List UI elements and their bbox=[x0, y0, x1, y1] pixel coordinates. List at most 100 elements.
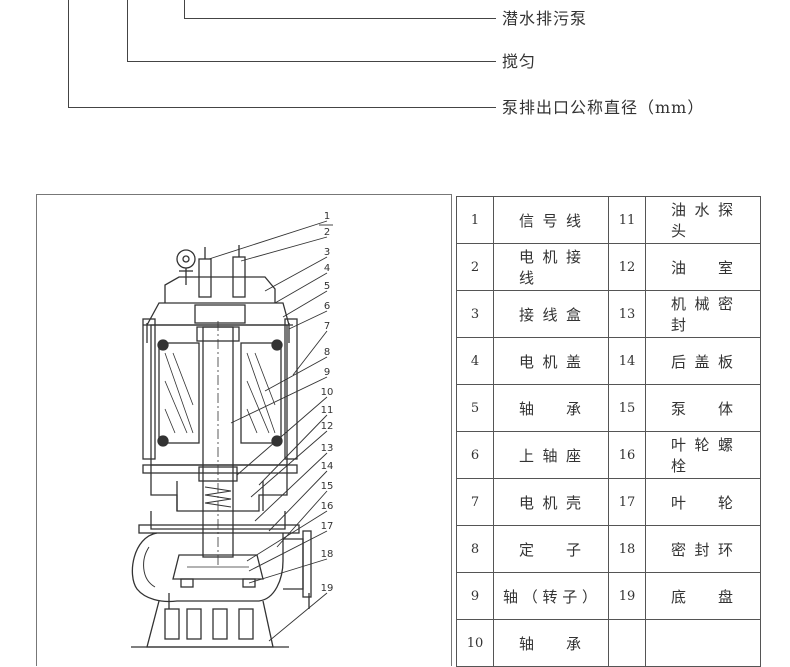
part-name: 信号线 bbox=[493, 196, 609, 244]
part-number: 7 bbox=[456, 478, 494, 526]
part-number-empty bbox=[608, 619, 646, 667]
part-name: 底盘 bbox=[645, 572, 761, 620]
part-name-text: 电机壳 bbox=[519, 493, 583, 512]
part-name-text: 接线盒 bbox=[519, 305, 583, 324]
callout-19: 19 bbox=[321, 583, 334, 594]
part-number: 3 bbox=[456, 290, 494, 338]
table-row: 4 电机盖 14 后盖板 bbox=[456, 337, 761, 385]
part-number: 8 bbox=[456, 525, 494, 573]
part-number: 11 bbox=[608, 196, 646, 244]
callout-18: 18 bbox=[321, 549, 334, 560]
table-row: 7 电机壳 17 叶轮 bbox=[456, 478, 761, 526]
callout-14: 14 bbox=[321, 461, 334, 472]
callout-2: 2 bbox=[324, 227, 330, 238]
part-name-text: 上轴座 bbox=[519, 446, 583, 465]
cable-gland bbox=[198, 258, 212, 298]
part-number: 5 bbox=[456, 384, 494, 432]
part-name: 上轴座 bbox=[493, 431, 609, 479]
oil-chamber bbox=[150, 465, 288, 512]
mechanical-seal bbox=[204, 486, 232, 508]
part-name: 轴（转子） bbox=[493, 572, 609, 620]
part-number: 4 bbox=[456, 337, 494, 385]
part-name-text: 叶轮 bbox=[671, 493, 735, 512]
part-name: 轴承 bbox=[493, 384, 609, 432]
part-number: 13 bbox=[608, 290, 646, 338]
part-name-text: 油水探头 bbox=[671, 201, 735, 240]
part-number: 14 bbox=[608, 337, 646, 385]
legend-label-pump: 潜水排污泵 bbox=[502, 9, 588, 28]
table-row: 1 信号线 11 油水探头 bbox=[456, 196, 761, 244]
motor-cover bbox=[146, 302, 290, 326]
part-number: 19 bbox=[608, 572, 646, 620]
part-number: 2 bbox=[456, 243, 494, 291]
part-name-text: 泵体 bbox=[671, 399, 735, 418]
part-name-text: 轴（转子） bbox=[503, 587, 599, 606]
part-name-text: 机械密封 bbox=[671, 295, 735, 334]
table-row: 5 轴承 15 泵体 bbox=[456, 384, 761, 432]
part-number: 15 bbox=[608, 384, 646, 432]
callout-3: 3 bbox=[324, 247, 330, 258]
part-name: 后盖板 bbox=[645, 337, 761, 385]
part-name-text: 油室 bbox=[671, 258, 735, 277]
part-number: 1 bbox=[456, 196, 494, 244]
part-name-text: 底盘 bbox=[671, 587, 735, 606]
callout-11: 11 bbox=[321, 405, 334, 416]
table-row: 2 电机接线 12 油室 bbox=[456, 243, 761, 291]
legend-bracket-diameter bbox=[68, 0, 496, 108]
stator bbox=[158, 342, 200, 444]
part-name: 轴承 bbox=[493, 619, 609, 667]
parts-table-grid: 1 信号线 11 油水探头 2 电机接线 12 油室 3 接线盒 13 机械密封 bbox=[456, 196, 761, 667]
table-row: 6 上轴座 16 叶轮螺栓 bbox=[456, 431, 761, 479]
part-name-empty bbox=[645, 619, 761, 667]
part-name-text: 后盖板 bbox=[671, 352, 735, 371]
callout-1: 1 bbox=[324, 211, 330, 222]
part-number: 10 bbox=[456, 619, 494, 667]
part-number: 16 bbox=[608, 431, 646, 479]
part-name: 电机壳 bbox=[493, 478, 609, 526]
pump-body bbox=[131, 532, 284, 603]
part-name-text: 轴承 bbox=[519, 399, 583, 418]
part-number: 6 bbox=[456, 431, 494, 479]
part-name: 机械密封 bbox=[645, 290, 761, 338]
seal-ring bbox=[180, 578, 194, 588]
part-name-text: 电机接线 bbox=[519, 248, 583, 287]
part-number: 12 bbox=[608, 243, 646, 291]
table-row: 10 轴承 bbox=[456, 619, 761, 667]
pump-section-diagram: 1 2 3 4 5 6 7 8 9 10 11 12 13 14 15 16 1… bbox=[36, 194, 452, 666]
lower-bearing bbox=[198, 466, 238, 482]
part-number: 18 bbox=[608, 525, 646, 573]
discharge-outlet bbox=[283, 538, 304, 590]
legend-label-mix: 搅匀 bbox=[502, 52, 537, 71]
motor-housing bbox=[150, 324, 288, 466]
part-name: 定子 bbox=[493, 525, 609, 573]
callout-15: 15 bbox=[321, 481, 334, 492]
callout-5: 5 bbox=[324, 281, 330, 292]
part-name: 泵体 bbox=[645, 384, 761, 432]
table-row: 8 定子 18 密封环 bbox=[456, 525, 761, 573]
part-number: 17 bbox=[608, 478, 646, 526]
callout-16: 16 bbox=[321, 501, 334, 512]
base bbox=[146, 600, 274, 648]
part-name: 油室 bbox=[645, 243, 761, 291]
callout-7: 7 bbox=[324, 321, 330, 332]
part-name-text: 定子 bbox=[519, 540, 583, 559]
part-name-text: 信号线 bbox=[519, 211, 583, 230]
part-name-text: 叶轮螺栓 bbox=[671, 436, 735, 475]
callout-10: 10 bbox=[321, 387, 334, 398]
lifting-eye bbox=[176, 249, 196, 269]
part-name: 叶轮螺栓 bbox=[645, 431, 761, 479]
legend-bracket-pump bbox=[184, 0, 496, 19]
callout-17: 17 bbox=[321, 521, 334, 532]
part-name-text: 轴承 bbox=[519, 634, 583, 653]
callout-12: 12 bbox=[321, 421, 334, 432]
callout-6: 6 bbox=[324, 301, 330, 312]
junction-box bbox=[164, 276, 276, 303]
callout-8: 8 bbox=[324, 347, 330, 358]
callout-13: 13 bbox=[321, 443, 334, 454]
pump-section-svg: 1 2 3 4 5 6 7 8 9 10 11 12 13 14 15 16 1… bbox=[131, 211, 334, 648]
part-name: 叶轮 bbox=[645, 478, 761, 526]
back-cover bbox=[150, 511, 286, 530]
parts-table: 1 信号线 11 油水探头 2 电机接线 12 油室 3 接线盒 13 机械密封 bbox=[456, 196, 761, 667]
upper-bearing bbox=[196, 326, 240, 342]
part-name: 电机接线 bbox=[493, 243, 609, 291]
